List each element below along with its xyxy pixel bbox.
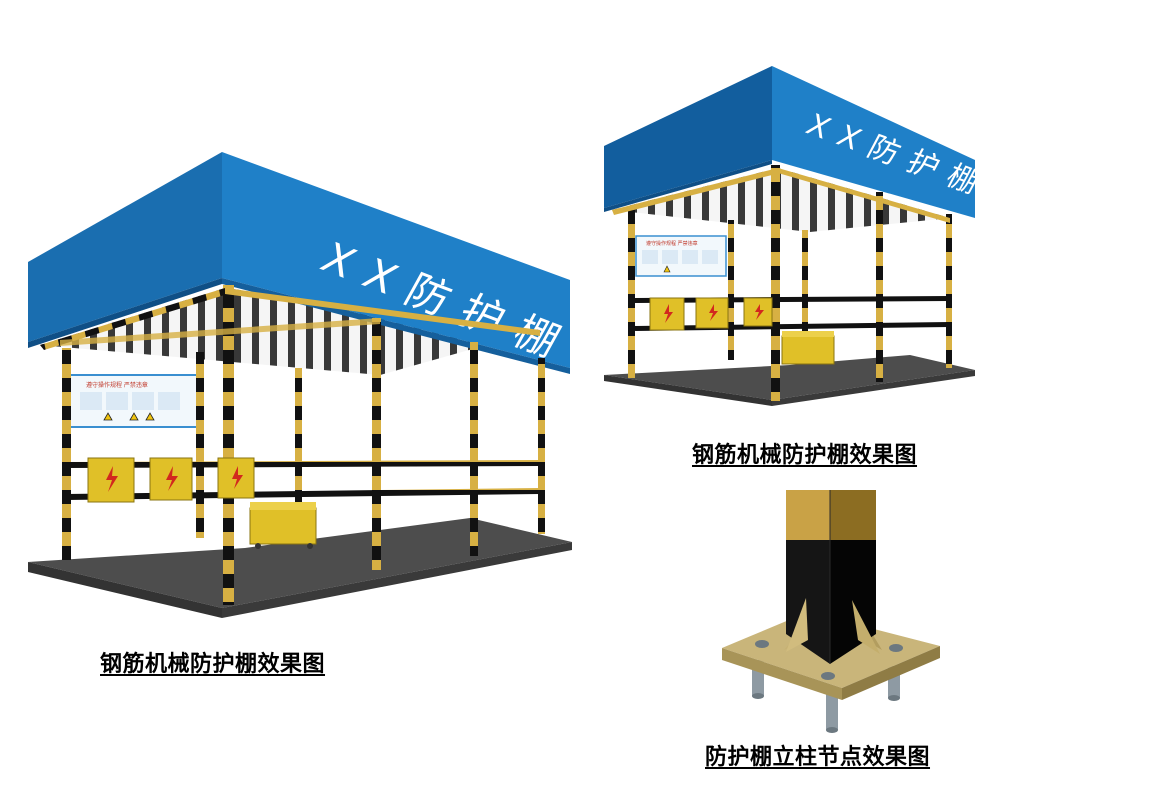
column-base-detail xyxy=(722,490,940,733)
svg-text:遵守操作规程 严禁违章: 遵守操作规程 严禁违章 xyxy=(86,381,148,389)
shed-large: XX防护棚 遵守操作规程 严禁违章 xyxy=(28,152,583,618)
lightning-icon xyxy=(232,466,243,489)
notice-board: 遵守操作规程 严禁违章 xyxy=(635,235,727,277)
canopy xyxy=(604,66,975,218)
warning-sign-icon xyxy=(663,265,671,273)
posts xyxy=(40,285,545,605)
caption-small-shed: 钢筋机械防护棚效果图 xyxy=(692,442,918,468)
electric-boxes xyxy=(649,297,835,365)
guard-rails xyxy=(66,460,540,500)
lightning-icon xyxy=(106,466,118,492)
posts xyxy=(612,165,952,401)
ground-slab xyxy=(28,518,572,608)
lightning-icon xyxy=(166,466,178,491)
roof-slats xyxy=(612,168,950,232)
notice-board: 遵守操作规程 严禁违章 xyxy=(69,374,199,428)
caption-column-detail: 防护棚立柱节点效果图 xyxy=(705,744,931,770)
lightning-icon xyxy=(709,304,718,321)
shed-small: XX防护棚 遵守操作规程 严禁违章 xyxy=(604,66,996,406)
svg-text:遵守操作规程 严禁违章: 遵守操作规程 严禁违章 xyxy=(646,240,698,247)
lightning-icon xyxy=(664,304,673,323)
caption-large-shed: 钢筋机械防护棚效果图 xyxy=(100,651,326,677)
electric-boxes xyxy=(87,457,317,549)
lightning-icon xyxy=(755,304,764,320)
warning-sign-icon xyxy=(103,412,113,421)
